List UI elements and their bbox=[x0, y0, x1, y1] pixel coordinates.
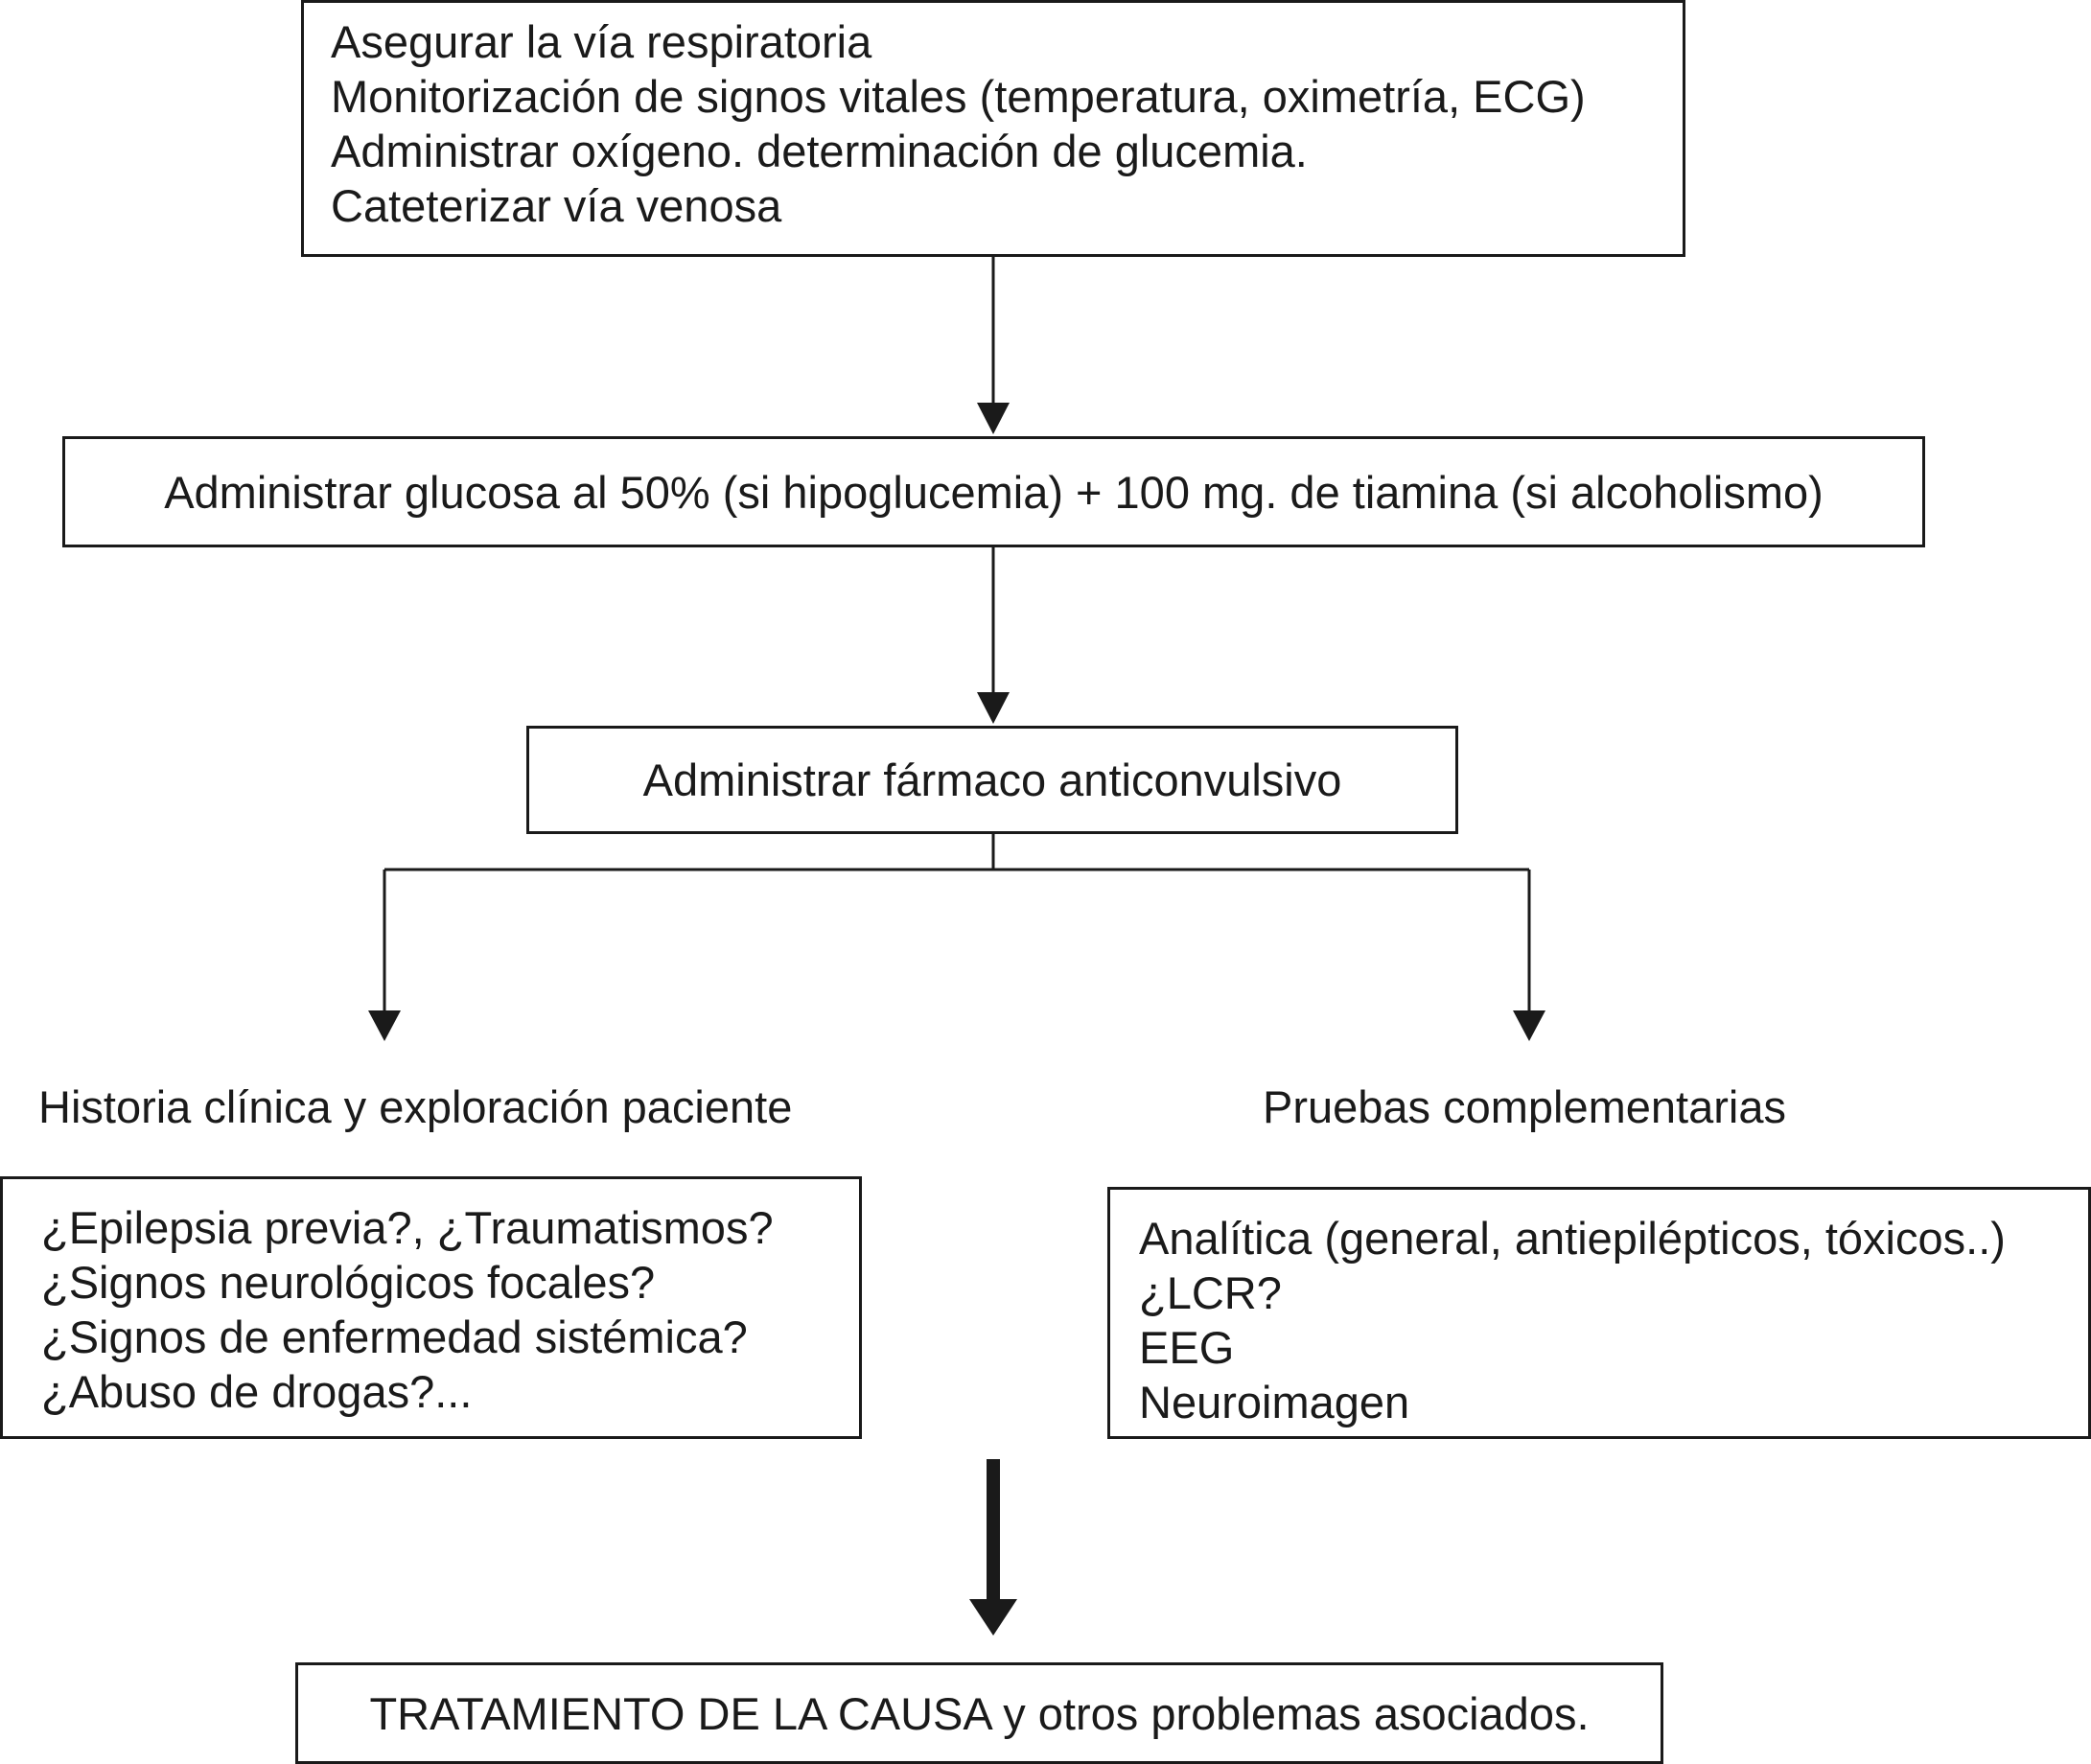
arrowhead-to-tests bbox=[1513, 1010, 1545, 1041]
test-item: Analítica (general, antiepilépticos, tóx… bbox=[1139, 1213, 2006, 1264]
arrowhead-glucose-to-anticonvulsant bbox=[977, 692, 1010, 724]
anticonvulsant-text: Administrar fármaco anticonvulsivo bbox=[642, 754, 1342, 805]
arrowhead-initial-to-glucose bbox=[977, 403, 1010, 434]
test-item: Neuroimagen bbox=[1139, 1377, 1410, 1427]
history-question: ¿Signos neurológicos focales? bbox=[41, 1257, 656, 1308]
history-question: ¿Abuso de drogas?... bbox=[41, 1366, 473, 1417]
history-question: ¿Epilepsia previa?, ¿Traumatismos? bbox=[41, 1202, 774, 1253]
history-question: ¿Signos de enfermedad sistémica? bbox=[41, 1311, 748, 1362]
arrowhead-to-history bbox=[368, 1010, 401, 1041]
arrowhead-to-final bbox=[969, 1599, 1017, 1636]
initial-measures-box: Asegurar la vía respiratoria Monitorizac… bbox=[301, 0, 1685, 257]
glucose-box: Administrar glucosa al 50% (si hipogluce… bbox=[62, 436, 1925, 547]
final-treatment-box: TRATAMIENTO DE LA CAUSA y otros problema… bbox=[295, 1662, 1663, 1764]
glucose-text: Administrar glucosa al 50% (si hipogluce… bbox=[164, 466, 1824, 518]
test-item: ¿LCR? bbox=[1139, 1267, 1282, 1318]
test-item: EEG bbox=[1139, 1322, 1235, 1373]
history-label: Historia clínica y exploración paciente bbox=[38, 1081, 793, 1132]
initial-line: Administrar oxígeno. determinación de gl… bbox=[331, 126, 1308, 176]
tests-label: Pruebas complementarias bbox=[1263, 1081, 1786, 1132]
anticonvulsant-box: Administrar fármaco anticonvulsivo bbox=[526, 726, 1458, 834]
initial-line: Asegurar la vía respiratoria bbox=[331, 16, 872, 67]
arrow-to-final-shaft bbox=[987, 1459, 1000, 1601]
history-box: ¿Epilepsia previa?, ¿Traumatismos? ¿Sign… bbox=[0, 1176, 862, 1439]
tests-box: Analítica (general, antiepilépticos, tóx… bbox=[1107, 1187, 2091, 1439]
initial-line: Cateterizar vía venosa bbox=[331, 180, 782, 231]
final-treatment-text: TRATAMIENTO DE LA CAUSA y otros problema… bbox=[369, 1687, 1590, 1739]
initial-line: Monitorización de signos vitales (temper… bbox=[331, 71, 1586, 122]
